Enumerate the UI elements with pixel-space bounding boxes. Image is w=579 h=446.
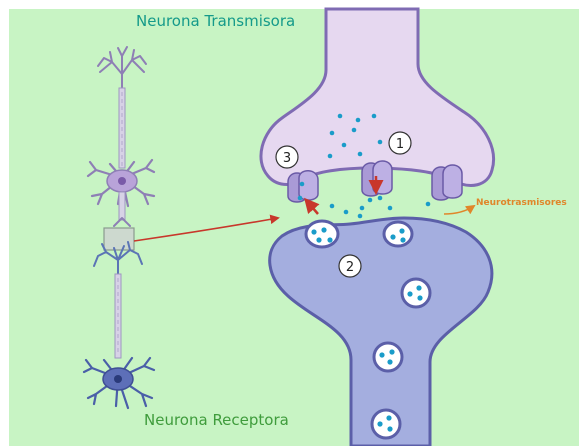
vesicle-icon: [306, 221, 338, 247]
vesicle-icon: [384, 222, 412, 246]
neurotransmitters-label: Neurotrasmisores: [476, 198, 567, 208]
vesicle-icon: [372, 410, 400, 438]
step-marker-label: 3: [283, 151, 291, 166]
vesicle-icon: [402, 279, 430, 307]
receiver-neuron-title: Neurona Receptora: [144, 411, 289, 429]
step-marker-label: 2: [346, 260, 354, 275]
transmitter-neuron-title: Neurona Transmisora: [136, 12, 295, 30]
vesicle-icon: [374, 343, 402, 371]
step-marker-label: 1: [396, 137, 404, 152]
step-marker-2: 2: [339, 255, 361, 277]
step-marker-1: 1: [389, 132, 411, 154]
diagram-background: [9, 9, 579, 446]
transporter-protein-icon: [432, 165, 462, 200]
step-marker-3: 3: [276, 146, 298, 168]
transporter-protein-icon: [288, 171, 318, 202]
